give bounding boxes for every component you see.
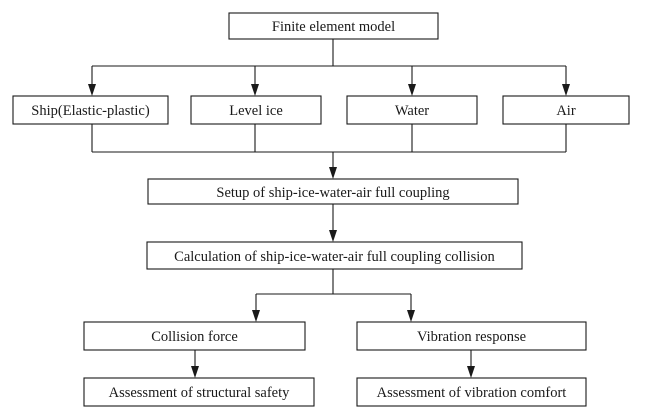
- node-structural-safety-label: Assessment of structural safety: [109, 385, 291, 401]
- arrowhead-calculation: [329, 230, 337, 242]
- node-setup-label: Setup of ship-ice-water-air full couplin…: [216, 185, 449, 201]
- arrowhead-collision-force: [252, 310, 260, 322]
- node-structural-safety: Assessment of structural safety: [83, 377, 315, 407]
- arrowhead-air: [562, 84, 570, 96]
- node-vibration-response-label: Vibration response: [417, 329, 526, 345]
- arrowhead-vibration-comfort: [467, 366, 475, 378]
- node-vibration-response: Vibration response: [356, 321, 587, 351]
- node-setup: Setup of ship-ice-water-air full couplin…: [147, 178, 519, 205]
- arrowheads: [88, 84, 570, 378]
- node-water-label: Water: [395, 103, 429, 119]
- node-model-label: Finite element model: [272, 19, 395, 35]
- node-collision-force-label: Collision force: [151, 329, 238, 345]
- arrowhead-structural-safety: [191, 366, 199, 378]
- arrowhead-vibration-response: [407, 310, 415, 322]
- node-model: Finite element model: [228, 12, 439, 40]
- node-level-ice: Level ice: [190, 95, 322, 125]
- node-water: Water: [346, 95, 478, 125]
- node-ship-label: Ship(Elastic-plastic): [31, 103, 150, 119]
- arrowhead-setup: [329, 167, 337, 179]
- node-collision-force: Collision force: [83, 321, 306, 351]
- node-ship: Ship(Elastic-plastic): [12, 95, 169, 125]
- node-air-label: Air: [556, 103, 576, 119]
- arrowhead-level-ice: [251, 84, 259, 96]
- node-air: Air: [502, 95, 630, 125]
- node-vibration-comfort-label: Assessment of vibration comfort: [377, 385, 567, 401]
- arrowhead-ship: [88, 84, 96, 96]
- node-calculation: Calculation of ship-ice-water-air full c…: [146, 241, 523, 270]
- node-vibration-comfort: Assessment of vibration comfort: [356, 377, 587, 407]
- node-level-ice-label: Level ice: [229, 103, 283, 119]
- arrowhead-water: [408, 84, 416, 96]
- node-calculation-label: Calculation of ship-ice-water-air full c…: [174, 249, 495, 265]
- connectors: [91, 39, 567, 370]
